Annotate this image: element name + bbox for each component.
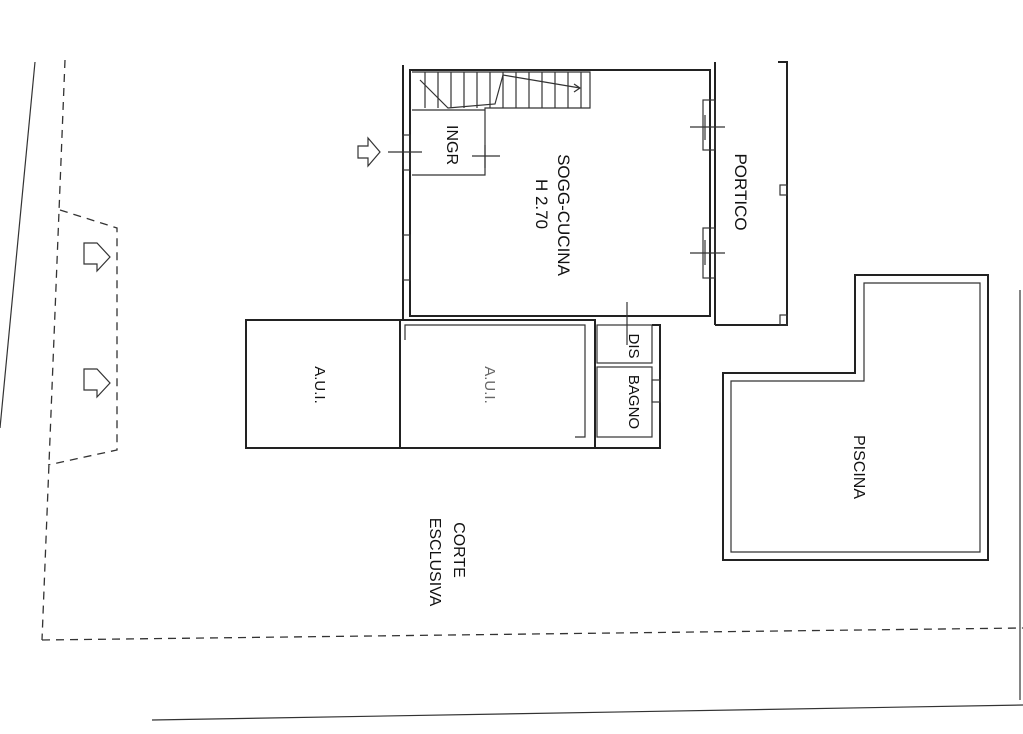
room-label-piscina: PISCINA	[850, 435, 867, 499]
access-arrow-icon	[83, 242, 111, 399]
room-label-ingresso: INGR	[443, 125, 460, 165]
area-label-esclusiva: ESCLUSIVA	[426, 518, 443, 607]
stair-direction-arrow	[419, 74, 582, 109]
staircase	[412, 71, 591, 176]
room-label-aui-1: A.U.I.	[311, 366, 328, 404]
area-label-corte: CORTE	[450, 522, 467, 578]
room-label-soggiorno: SOGG-CUCINA	[554, 154, 573, 277]
room-label-bagno: BAGNO	[625, 375, 642, 429]
entrance-arrow-icon	[357, 136, 381, 168]
room-height-label: H 2.70	[532, 179, 551, 229]
room-label-portico: PORTICO	[731, 153, 750, 230]
building-walls	[388, 61, 788, 345]
lot-boundary	[0, 59, 1023, 721]
room-label-aui-2: A.U.I.	[481, 366, 498, 404]
pool	[722, 274, 989, 561]
room-label-dis: DIS	[625, 333, 642, 358]
aui-blocks	[245, 319, 661, 449]
